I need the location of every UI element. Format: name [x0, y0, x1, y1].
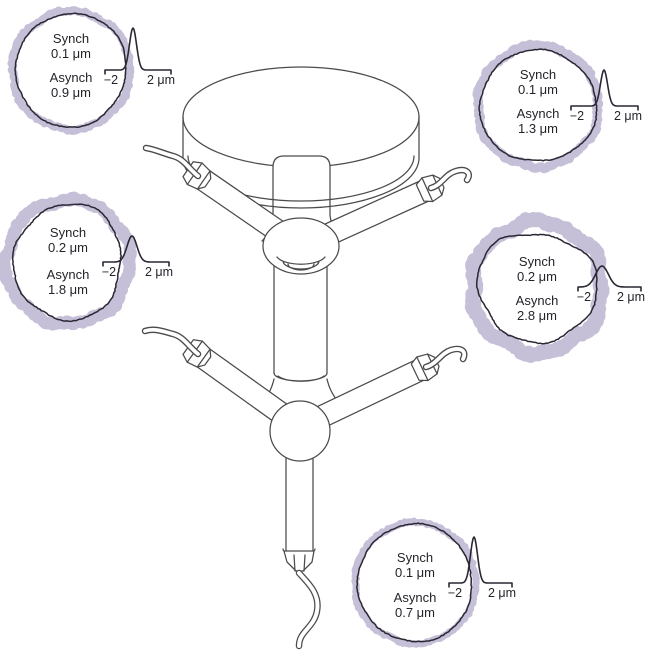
asynch-value: 2.8 μm: [516, 307, 557, 323]
synch-value: 0.1 μm: [517, 81, 558, 97]
asynch-label: Asynch: [46, 267, 90, 282]
synch-measurement: Synch 0.1 μm: [370, 550, 460, 581]
asynch-label: Asynch: [49, 70, 93, 85]
synch-value: 0.2 μm: [516, 268, 557, 284]
asynch-measurement: Asynch 1.3 μm: [493, 106, 583, 137]
axis-max-label: 2 μm: [613, 109, 642, 123]
lower-collar-arcs: [273, 372, 328, 382]
axis-min-label: −2: [447, 586, 463, 600]
asynch-measurement: Asynch 2.8 μm: [492, 293, 582, 324]
synch-label: Synch: [519, 67, 557, 82]
bottom-shaft-edges: [285, 451, 314, 553]
asynch-label: Asynch: [516, 106, 560, 121]
bottom-shaft: [286, 450, 313, 552]
synch-label: Synch: [396, 550, 434, 565]
asynch-measurement: Asynch 0.9 μm: [26, 70, 116, 101]
lower-ball-joint: [269, 400, 331, 462]
synch-label: Synch: [518, 254, 556, 269]
asynch-value: 0.7 μm: [394, 604, 435, 620]
axis-min-label: −2: [569, 109, 585, 123]
roundness-plot-graphic-top-right: [472, 39, 639, 174]
axis-min-label: −2: [103, 73, 119, 87]
central-column: [274, 260, 327, 373]
axis-max-label: 2 μm: [144, 265, 173, 279]
synch-label: Synch: [52, 31, 90, 46]
lower-right-cable: [422, 345, 468, 371]
asynch-label: Asynch: [515, 293, 559, 308]
upper-left-cable: [142, 144, 202, 180]
drum-walls: [182, 116, 420, 159]
bottom-fitting-nut: [283, 550, 315, 572]
synch-measurement: Synch 0.1 μm: [493, 67, 583, 98]
synch-label: Synch: [49, 225, 87, 240]
asynch-value: 0.9 μm: [50, 84, 91, 100]
drum-neck: [272, 155, 331, 216]
synch-measurement: Synch 0.2 μm: [492, 254, 582, 285]
lower-left-cable: [141, 326, 202, 358]
synch-value: 0.2 μm: [47, 239, 88, 255]
asynch-measurement: Asynch 1.8 μm: [23, 267, 113, 298]
upper-ball-joint: [262, 217, 340, 275]
axis-max-label: 2 μm: [487, 586, 516, 600]
spindle-assembly-drawing: [141, 66, 472, 650]
lower-right-arm: [295, 359, 426, 437]
axis-min-label: −2: [576, 290, 592, 304]
roundness-plot-graphic-middle-right: [464, 212, 642, 363]
synch-value: 0.1 μm: [394, 564, 435, 580]
synch-measurement: Synch 0.1 μm: [26, 31, 116, 62]
asynch-value: 1.8 μm: [47, 281, 88, 297]
roundness-plot-graphic-top-left: [7, 6, 172, 135]
upper-collar-arcs: [276, 256, 326, 271]
axis-max-label: 2 μm: [146, 73, 175, 87]
synch-value: 0.1 μm: [50, 45, 91, 61]
axis-max-label: 2 μm: [616, 290, 645, 304]
bottom-cable-core: [297, 571, 320, 648]
bottom-fitting-facets: [293, 554, 306, 572]
axis-min-label: −2: [101, 265, 117, 279]
drum-body: [183, 67, 419, 208]
asynch-value: 1.3 μm: [517, 120, 558, 136]
central-column-edges: [273, 261, 328, 374]
roundness-plot-graphic-middle-left: [0, 191, 170, 331]
upper-right-cable: [427, 166, 472, 192]
roundness-plot-graphic-bottom: [351, 517, 513, 648]
roundness-plots-layer: [0, 6, 642, 648]
asynch-label: Asynch: [393, 590, 437, 605]
synch-measurement: Synch 0.2 μm: [23, 225, 113, 256]
asynch-measurement: Asynch 0.7 μm: [370, 590, 460, 621]
